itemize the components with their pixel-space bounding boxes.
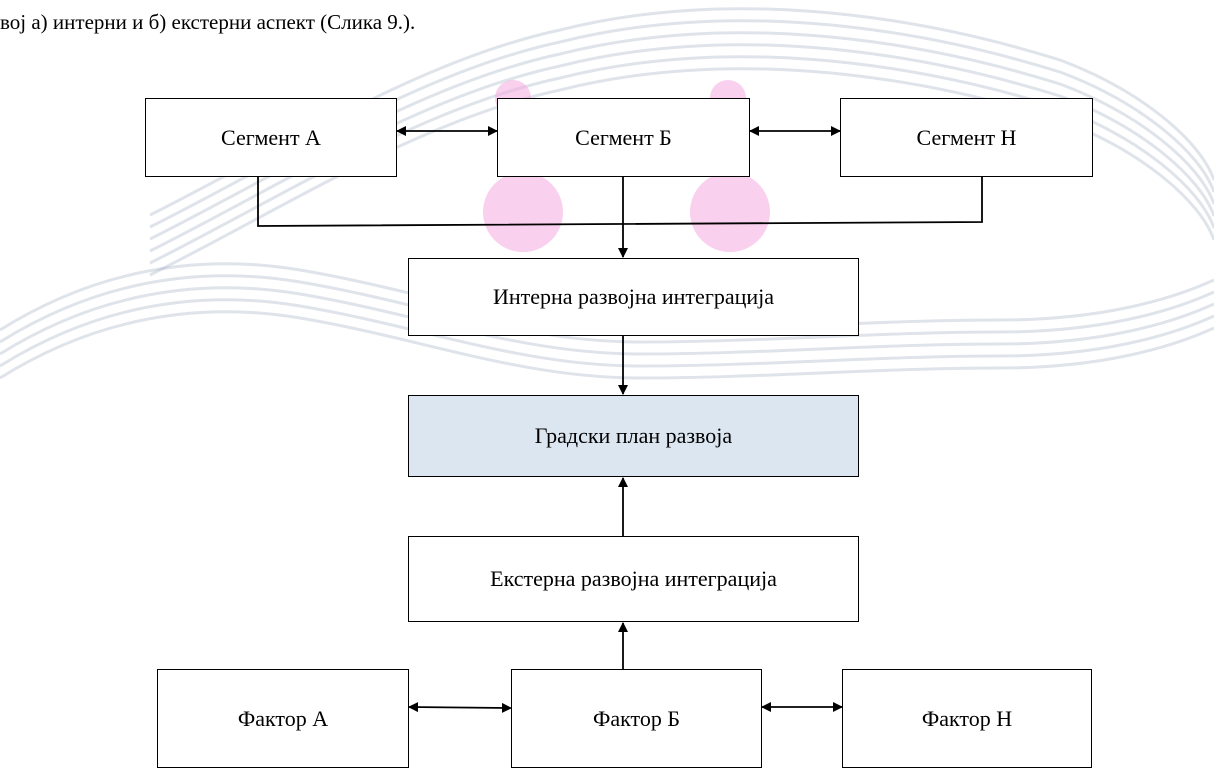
node-external-integration: Екстерна развојна интеграција: [408, 536, 859, 622]
node-segment-n: Сегмент Н: [840, 98, 1093, 177]
edge-segment-a-n-bracket: [257, 177, 983, 227]
node-segment-b: Сегмент Б: [497, 98, 750, 177]
node-city-plan: Градски план развоја: [408, 395, 859, 477]
node-internal-integration: Интерна развојна интеграција: [408, 258, 859, 336]
node-factor-n: Фактор Н: [842, 669, 1092, 768]
node-factor-b: Фактор Б: [511, 669, 762, 768]
node-segment-a: Сегмент А: [145, 98, 397, 177]
node-factor-a: Фактор А: [157, 669, 409, 768]
edge-factor-a-b: [408, 702, 512, 713]
caption-text: вој а) интерни и б) екстерни аспект (Сли…: [0, 10, 416, 34]
